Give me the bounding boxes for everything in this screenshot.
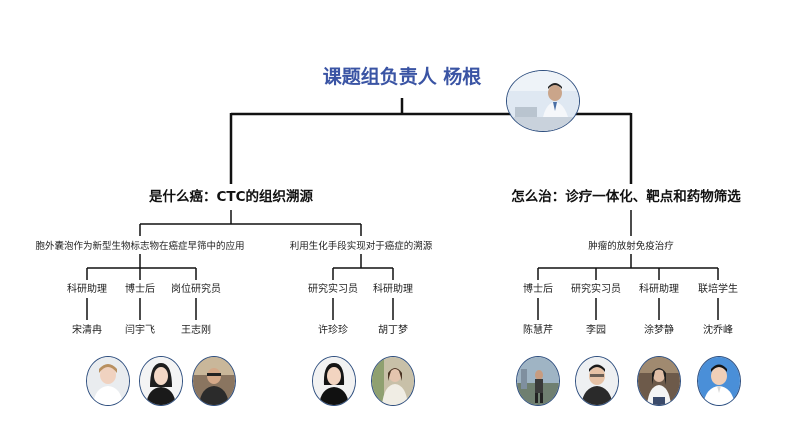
topic-radioimmunotherapy: 肿瘤的放射免疫治疗 <box>588 241 674 252</box>
member-photo <box>575 356 619 406</box>
member-name: 涂梦静 <box>644 325 674 336</box>
member-role: 研究实习员 <box>308 284 358 295</box>
member-photo <box>139 356 183 406</box>
member-photo <box>192 356 236 406</box>
member-role: 科研助理 <box>373 284 413 295</box>
topic-biochemical-tracing: 利用生化手段实现对于癌症的溯源 <box>289 241 433 252</box>
branch-heading-right: 怎么治：诊疗一体化、靶点和药物筛选 <box>511 189 741 205</box>
leader-photo <box>506 70 580 132</box>
topic-extracellular-vesicles: 胞外囊泡作为新型生物标志物在癌症早筛中的应用 <box>35 241 245 252</box>
member-role: 科研助理 <box>639 284 679 295</box>
member-name: 闫宇飞 <box>125 325 155 336</box>
member-name: 王志刚 <box>181 325 211 336</box>
member-name: 许珍珍 <box>318 325 348 336</box>
member-name: 李园 <box>586 325 606 336</box>
member-role: 科研助理 <box>67 284 107 295</box>
member-name: 陈慧芹 <box>523 325 553 336</box>
leader-title: 课题组负责人 杨根 <box>322 66 482 88</box>
member-role: 博士后 <box>523 284 553 295</box>
member-photo <box>637 356 681 406</box>
member-photo <box>516 356 560 406</box>
member-photo <box>371 356 415 406</box>
member-photo <box>86 356 130 406</box>
member-role: 岗位研究员 <box>171 284 221 295</box>
member-role: 联培学生 <box>698 284 738 295</box>
member-name: 宋清冉 <box>72 325 102 336</box>
member-role: 博士后 <box>125 284 155 295</box>
member-photo <box>312 356 356 406</box>
member-photo <box>697 356 741 406</box>
member-name: 胡丁梦 <box>378 325 408 336</box>
member-role: 研究实习员 <box>571 284 621 295</box>
member-name: 沈乔峰 <box>703 325 733 336</box>
branch-heading-left: 是什么癌：CTC的组织溯源 <box>148 189 314 205</box>
